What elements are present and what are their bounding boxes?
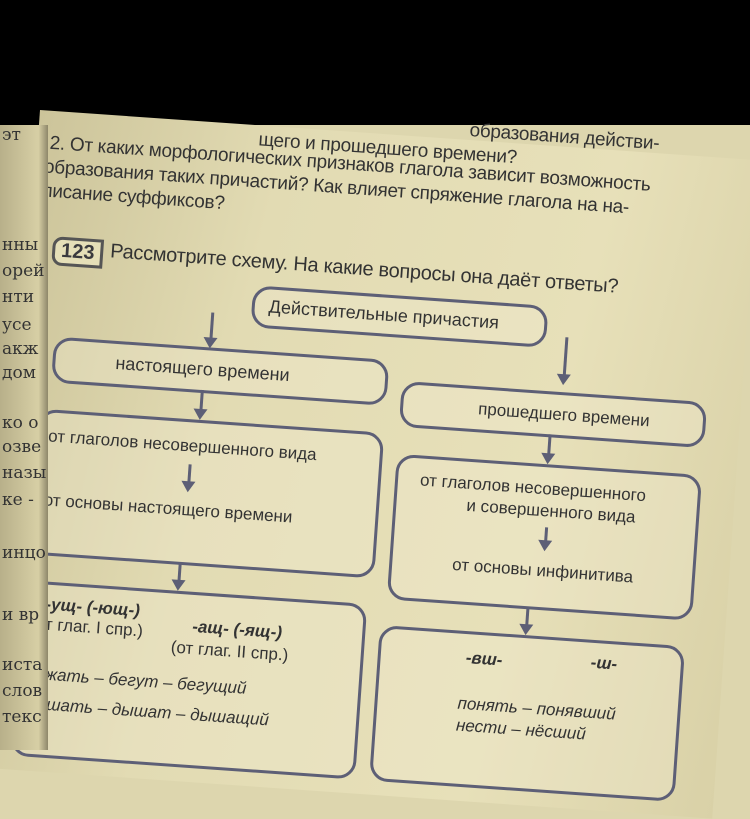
arrow-icon [544,527,549,544]
present-source-box: от глаголов несовершенного вида от основ… [28,408,385,579]
textbook-page: образования действи- щего и прошедшего в… [0,110,750,819]
fragment: иста [2,655,43,675]
arrow-icon [547,434,552,457]
fragment: озве [2,437,42,457]
root-box: Действительные причастия [250,285,549,348]
fragment: и вр [2,605,40,625]
fragment: нти [2,287,35,307]
past-source2: от основы инфинитива [451,554,634,587]
arrow-icon [562,337,569,378]
fragment: назы [2,463,47,483]
fragment: акж [2,339,39,359]
arrow-icon [199,389,204,413]
fragment: текс [2,707,42,727]
example-2: дышать – дышат – дышащий [23,693,270,730]
fragment: ке - [2,490,34,510]
past-suffix-box: -вш- -ш- понять – понявший нести – нёсши… [369,624,686,802]
suffix-sh: -ш- [590,652,618,674]
exercise-task: Рассмотрите схему. На какие вопросы она … [109,240,619,298]
left-page-edge: эт нны орей нти усе акж дом ко о озве на… [0,125,48,750]
present-source2: от основы настоящего времени [43,490,294,527]
suffix-vsh: -вш- [465,648,504,670]
example-1: бежать – бегут – бегущий [26,663,248,698]
black-top-band [0,0,750,125]
past-title-box: прошедшего времени [398,380,708,449]
arrow-icon [209,312,215,341]
present-source1: от глаголов несовершенного вида [47,426,318,465]
exercise-number: 123 [51,236,105,269]
fragment: дом [2,363,36,383]
root-label: Действительные причастия [268,296,500,333]
fragment: инцо [2,543,46,563]
past-title: прошедшего времени [477,399,651,431]
present-title-box: настоящего времени [51,336,390,406]
arrow-icon [187,464,192,485]
fragment: нны [2,235,39,255]
fragment: усе [2,315,32,335]
fragment: орей [2,261,45,281]
present-title: настоящего времени [114,352,291,386]
past-source-box: от глаголов несовершенного и совершенног… [386,453,703,621]
fragment: слов [2,681,43,701]
arrow-icon [177,562,182,583]
arrow-icon [525,607,530,628]
fragment: ко о [2,413,39,433]
fragment: эт [2,125,21,145]
